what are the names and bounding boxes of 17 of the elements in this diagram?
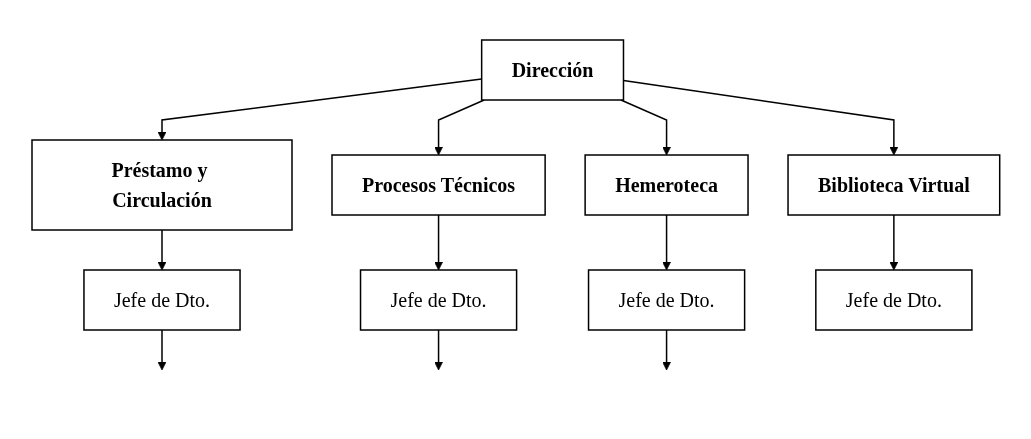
node-box: Jefe de Dto. — [814, 268, 973, 331]
arrow — [661, 213, 671, 270]
node-box: Hemeroteca — [584, 153, 749, 216]
node-box: Jefe de Dto. — [82, 268, 241, 331]
arrow — [661, 328, 671, 370]
arrow — [433, 328, 443, 370]
node-box: Procesos Técnicos — [330, 153, 546, 216]
node-box: Préstamo y Circulación — [30, 138, 293, 231]
arrow — [157, 228, 167, 270]
arrow — [889, 213, 898, 270]
node-box: Biblioteca Virtual — [786, 153, 1001, 216]
arrow — [157, 328, 167, 370]
arrow — [433, 98, 485, 155]
arrow — [433, 213, 443, 270]
node-box: Dirección — [480, 38, 624, 101]
node-box: Jefe de Dto. — [587, 268, 745, 331]
node-box: Jefe de Dto. — [359, 268, 517, 331]
